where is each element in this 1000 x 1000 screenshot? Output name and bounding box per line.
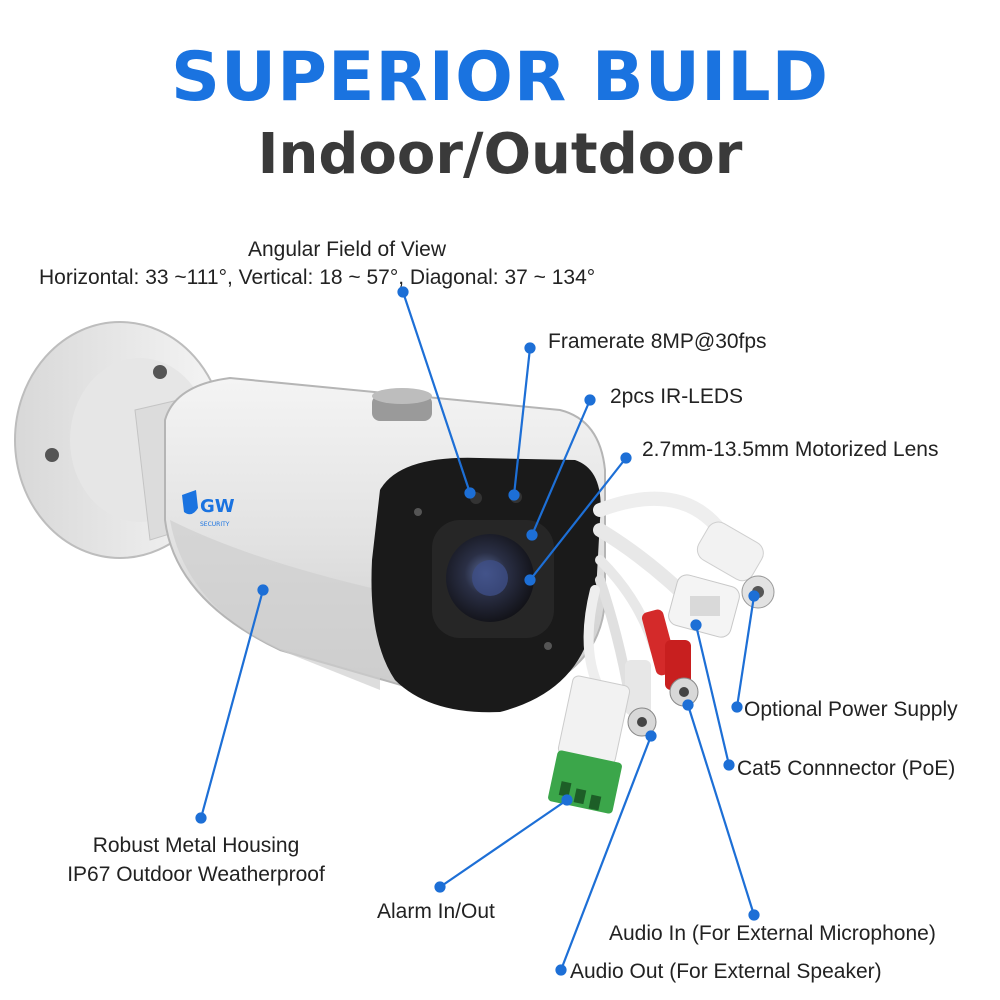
- cat5-label: Cat5 Connnector (PoE): [737, 757, 956, 780]
- housing-label-line1: Robust Metal Housing: [92, 834, 300, 857]
- alarm-terminal-block: [548, 675, 631, 814]
- camera-body: [164, 376, 606, 713]
- rca-connectors: [625, 609, 699, 737]
- ir-leds-label: 2pcs IR-LEDS: [610, 385, 744, 408]
- rj45-connector: [668, 574, 740, 638]
- brand-logo: GW SECURITY: [182, 490, 235, 528]
- housing-label-line2: IP67 Outdoor Weatherproof: [67, 863, 325, 886]
- fov-detail-label: Horizontal: 33 ~111°, Vertical: 18 ~ 57°…: [39, 266, 596, 289]
- page-subtitle: Indoor/Outdoor: [257, 122, 743, 187]
- callout-lines: [195, 286, 760, 976]
- logo-text: GW: [200, 496, 235, 517]
- framerate-label: Framerate 8MP@30fps: [548, 330, 767, 353]
- fov-title-label: Angular Field of View: [247, 238, 447, 261]
- alarm-label: Alarm In/Out: [377, 900, 495, 923]
- logo-subtext: SECURITY: [200, 521, 230, 528]
- audio-in-label: Audio In (For External Microphone): [609, 922, 936, 945]
- lens-label: 2.7mm-13.5mm Motorized Lens: [642, 438, 939, 461]
- audio-out-label: Audio Out (For External Speaker): [570, 960, 882, 983]
- power-supply-label: Optional Power Supply: [744, 698, 958, 721]
- page-title: SUPERIOR BUILD: [170, 38, 830, 117]
